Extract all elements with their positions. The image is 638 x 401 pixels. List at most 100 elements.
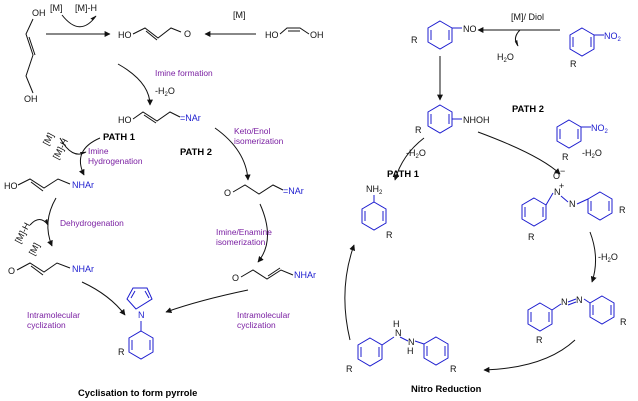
nitroarene-2-structure: NO2 R (556, 119, 609, 162)
nitro-r: R (570, 59, 577, 69)
imine-hydrogenation-label-1: Imine (88, 146, 109, 156)
svg-text:Intramolecular: Intramolecular (237, 310, 290, 320)
left-caption: Cyclisation to form pyrrole (78, 387, 197, 398)
dehyd-mh: [M]-H (13, 221, 32, 245)
hydroxy-enal-ho: HO (118, 30, 132, 40)
imine-hydrogenation-label-2: Hydrogenation (88, 156, 143, 166)
azo-n1: N (561, 297, 568, 307)
svg-text:+: + (559, 181, 564, 191)
imine-enamine-step: Imine/Enamine isomerization (216, 203, 272, 263)
path1-label-right: PATH 1 (387, 168, 419, 179)
amino-aldehyde-o: O (8, 266, 15, 276)
n-aryl-pyrrole-structure: N R (118, 287, 154, 360)
right-panel: NO R [M]/ Diol H2O NO2 R NHOH R (344, 12, 627, 394)
hydroxylamine-r: R (415, 125, 422, 135)
svg-text:−: − (560, 166, 565, 176)
hydrazo-structure: H N N H R R (346, 319, 457, 374)
keto-enol-label-1: Keto/Enol (234, 126, 270, 136)
azo-n2: N (576, 295, 583, 305)
svg-text:N: N (395, 328, 402, 338)
diol-oh-top: OH (32, 8, 46, 18)
hydroxy-imine-structure: HO =NAr (118, 111, 201, 125)
path2-label-right: PATH 2 (512, 103, 544, 114)
imine-formation-label: Imine formation (155, 68, 213, 78)
pyrrole-n: N (138, 310, 145, 320)
alkyne-oh: OH (310, 30, 324, 40)
azoxy-r-left: R (528, 232, 535, 242)
left-panel: OH OH [M] [M]-H HO O [M] HO OH (4, 3, 324, 398)
alkyne-ho: HO (265, 30, 279, 40)
azoxy-n2: N (569, 199, 576, 209)
nitroso-no: NO (463, 24, 477, 34)
dehydrogenation-step: [M]-H [M] Dehydrogenation (13, 197, 124, 257)
amino-alcohol-structure: HO NHAr (4, 178, 94, 192)
hydrazo-nh2: H (407, 346, 414, 356)
minus-water-b: -H2O (582, 148, 602, 160)
enamine-structure: O NHAr (232, 267, 316, 283)
azo-structure: N N R R (527, 295, 627, 345)
path2-label-left: PATH 2 (180, 146, 212, 157)
enamine-nhar: NHAr (294, 270, 316, 280)
amino-alcohol-ho: HO (4, 181, 18, 191)
oxo-imine-o: O (224, 188, 231, 198)
reduction-reagent: [M]/ Diol (511, 12, 544, 22)
minus-water-c: -H2O (598, 252, 618, 264)
hydroxybutenal-structure: HO O (118, 27, 191, 41)
path1-label-left: PATH 1 (103, 131, 135, 142)
hydrazo-r-right: R (450, 364, 457, 374)
right-caption: Nitro Reduction (411, 383, 482, 394)
hydrazo-nh1: H (393, 319, 400, 329)
diol-oh-bottom: OH (24, 94, 38, 104)
catalyst-dehydrogenation-step: [M] [M]-H (46, 3, 111, 37)
intramolecular-left-label: Intramolecular cyclization (27, 310, 80, 330)
nitroso-r: R (411, 35, 418, 45)
imine-enamine-label-1: Imine/Enamine (216, 227, 272, 237)
oxo-imine-structure: O =NAr (224, 184, 304, 198)
nitro2-no2: NO2 (591, 123, 609, 135)
aniline-structure: NH2 R (361, 184, 393, 240)
dehyd-m: [M] (27, 241, 42, 257)
amino-aldehyde-nhar: NHAr (72, 264, 94, 274)
minus-water-left: -H2O (155, 86, 175, 98)
dehydrogenation-label: Dehydrogenation (60, 218, 124, 228)
pyrrole-r: R (118, 347, 125, 357)
azoxy-o: O (553, 171, 560, 181)
hydroxy-imine-ho: HO (118, 115, 132, 125)
azo-r-left: R (536, 335, 543, 345)
hydroxylamine-structure: NHOH R (415, 104, 490, 135)
imine-enamine-label-2: isomerization (216, 237, 266, 247)
hydroxy-imine-nar: =NAr (180, 113, 201, 123)
aniline-r: R (386, 230, 393, 240)
enamine-o: O (232, 273, 239, 283)
aniline-nh2: NH2 (366, 184, 383, 196)
keto-enol-label-2: isomerization (234, 136, 284, 146)
butenediol-structure: OH OH (24, 8, 46, 104)
hydroxy-enal-o: O (184, 29, 191, 39)
svg-text:Intramolecular: Intramolecular (27, 310, 80, 320)
catalyst-mh: [M]-H (75, 3, 97, 13)
amino-aldehyde-structure: O NHAr (8, 262, 94, 276)
nitroso-structure: NO R (411, 20, 477, 50)
amino-alcohol-nhar: NHAr (72, 180, 94, 190)
keto-enol-step: Keto/Enol isomerization (214, 126, 284, 181)
h2o-byproduct: H2O (497, 52, 514, 64)
nitro-no2: NO2 (604, 31, 622, 43)
hydrazo-r-left: R (346, 364, 353, 374)
svg-text:cyclization: cyclization (27, 320, 66, 330)
imine-formation-step: Imine formation -H2O (117, 63, 213, 106)
nitro-reduction-step: [M]/ Diol H2O (477, 12, 560, 64)
azoxy-r-right: R (619, 205, 626, 215)
butynediol-structure: [M] HO OH (204, 10, 324, 40)
svg-text:cyclization: cyclization (237, 320, 276, 330)
hydroxylamine-nhoh: NHOH (463, 115, 490, 125)
cycle-m: [M] (41, 131, 56, 147)
svg-text:N: N (408, 337, 415, 347)
alkyne-m: [M] (233, 10, 246, 20)
azoxy-structure: O − N + N R R (521, 166, 626, 242)
oxo-imine-nar: =NAr (283, 186, 304, 196)
nitroarene-structure: NO2 R (569, 27, 622, 69)
nitro2-r: R (562, 152, 569, 162)
catalyst-m: [M] (50, 3, 63, 13)
intramolecular-right-label: Intramolecular cyclization (237, 310, 290, 330)
